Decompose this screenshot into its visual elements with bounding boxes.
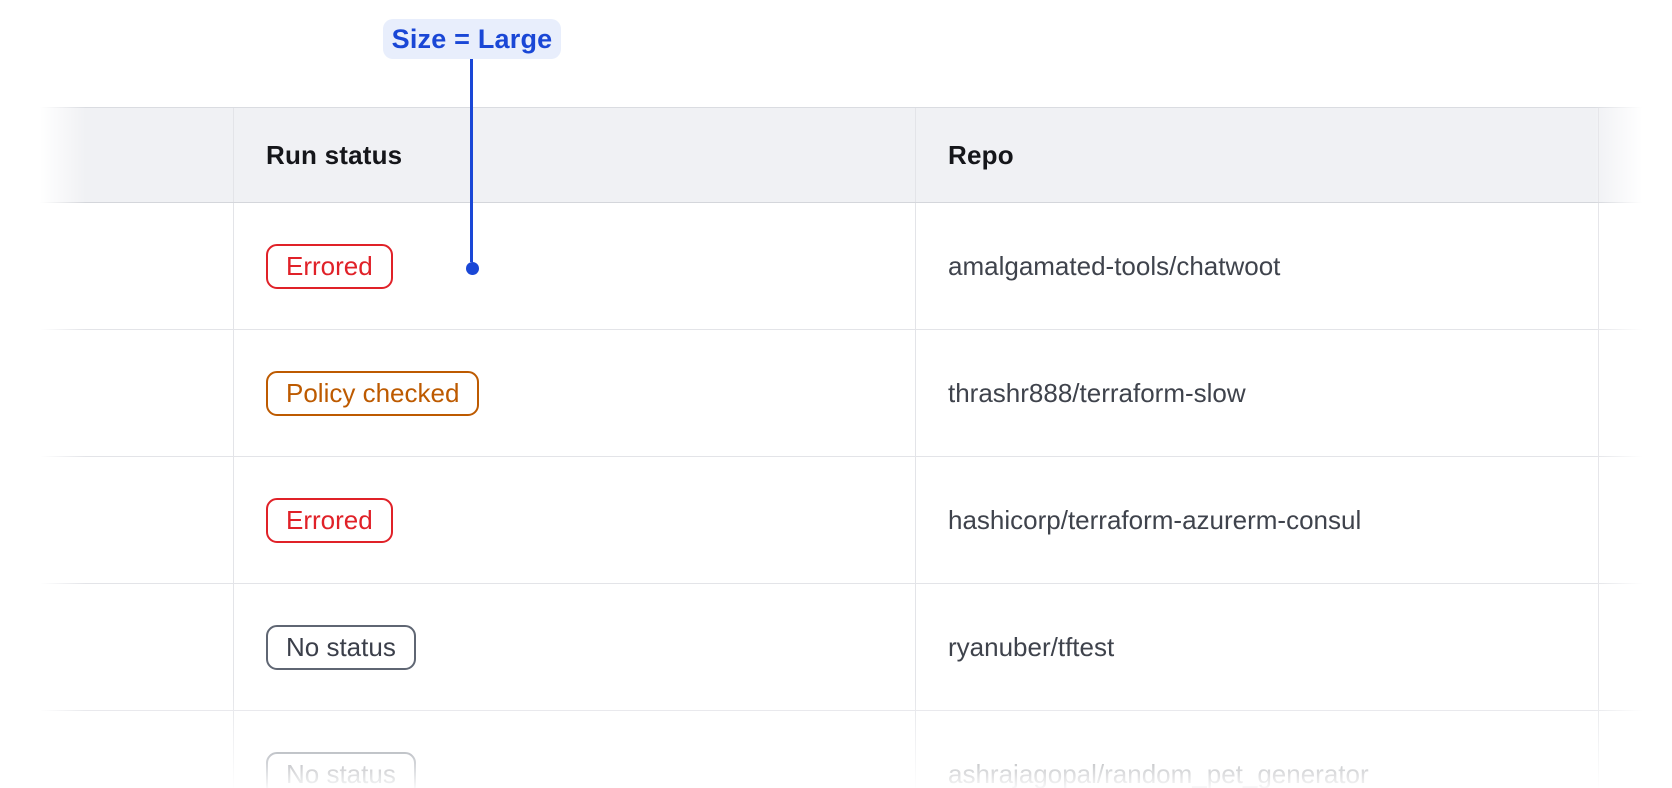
repo-name: amalgamated-tools/chatwoot bbox=[948, 250, 1281, 281]
runs-table: Run status Repo Errored amalgamated-tool… bbox=[40, 107, 1660, 788]
repo-name: thrashr888/terraform-slow bbox=[948, 377, 1246, 408]
row-leading-cell bbox=[40, 711, 233, 788]
repo-cell: thrashr888/terraform-slow bbox=[915, 330, 1598, 456]
table-row[interactable]: Errored hashicorp/terraform-azurerm-cons… bbox=[40, 457, 1660, 584]
row-trailing-cell bbox=[1598, 203, 1660, 329]
table-row[interactable]: No status ashrajagopal/random_pet_genera… bbox=[40, 711, 1660, 788]
annotation-pointer-line bbox=[470, 59, 473, 262]
row-trailing-cell bbox=[1598, 457, 1660, 583]
repo-cell: amalgamated-tools/chatwoot bbox=[915, 203, 1598, 329]
repo-name: hashicorp/terraform-azurerm-consul bbox=[948, 504, 1362, 535]
row-leading-cell bbox=[40, 330, 233, 456]
run-status-cell: No status bbox=[233, 711, 915, 788]
row-trailing-cell bbox=[1598, 584, 1660, 710]
size-annotation-label: Size = Large bbox=[391, 23, 553, 54]
table-row[interactable]: Policy checked thrashr888/terraform-slow bbox=[40, 330, 1660, 457]
repo-cell: ashrajagopal/random_pet_generator bbox=[915, 711, 1598, 788]
run-status-cell: No status bbox=[233, 584, 915, 710]
run-status-cell: Errored bbox=[233, 203, 915, 329]
status-badge-policy-checked: Policy checked bbox=[266, 370, 480, 416]
header-cell-trailing bbox=[1598, 108, 1660, 202]
status-badge-no-status: No status bbox=[266, 752, 416, 788]
status-badge-errored: Errored bbox=[266, 243, 393, 289]
status-badge-no-status: No status bbox=[266, 624, 416, 670]
repo-name: ashrajagopal/random_pet_generator bbox=[948, 759, 1369, 788]
header-cell-leading bbox=[40, 108, 233, 202]
status-badge-errored: Errored bbox=[266, 497, 393, 543]
header-cell-repo: Repo bbox=[915, 108, 1598, 202]
table-row[interactable]: Errored amalgamated-tools/chatwoot bbox=[40, 203, 1660, 330]
table-row[interactable]: No status ryanuber/tftest bbox=[40, 584, 1660, 711]
run-status-cell: Errored bbox=[233, 457, 915, 583]
repo-name: ryanuber/tftest bbox=[948, 631, 1115, 662]
repo-column-label: Repo bbox=[948, 139, 1014, 170]
repo-cell: hashicorp/terraform-azurerm-consul bbox=[915, 457, 1598, 583]
size-annotation-callout: Size = Large bbox=[383, 19, 561, 59]
run-status-column-label: Run status bbox=[266, 139, 403, 170]
header-cell-run-status: Run status bbox=[233, 108, 915, 202]
repo-cell: ryanuber/tftest bbox=[915, 584, 1598, 710]
row-trailing-cell bbox=[1598, 330, 1660, 456]
run-status-cell: Policy checked bbox=[233, 330, 915, 456]
table-header-row: Run status Repo bbox=[40, 107, 1660, 203]
row-leading-cell bbox=[40, 457, 233, 583]
row-trailing-cell bbox=[1598, 711, 1660, 788]
row-leading-cell bbox=[40, 584, 233, 710]
row-leading-cell bbox=[40, 203, 233, 329]
annotation-pointer-dot bbox=[466, 262, 479, 275]
